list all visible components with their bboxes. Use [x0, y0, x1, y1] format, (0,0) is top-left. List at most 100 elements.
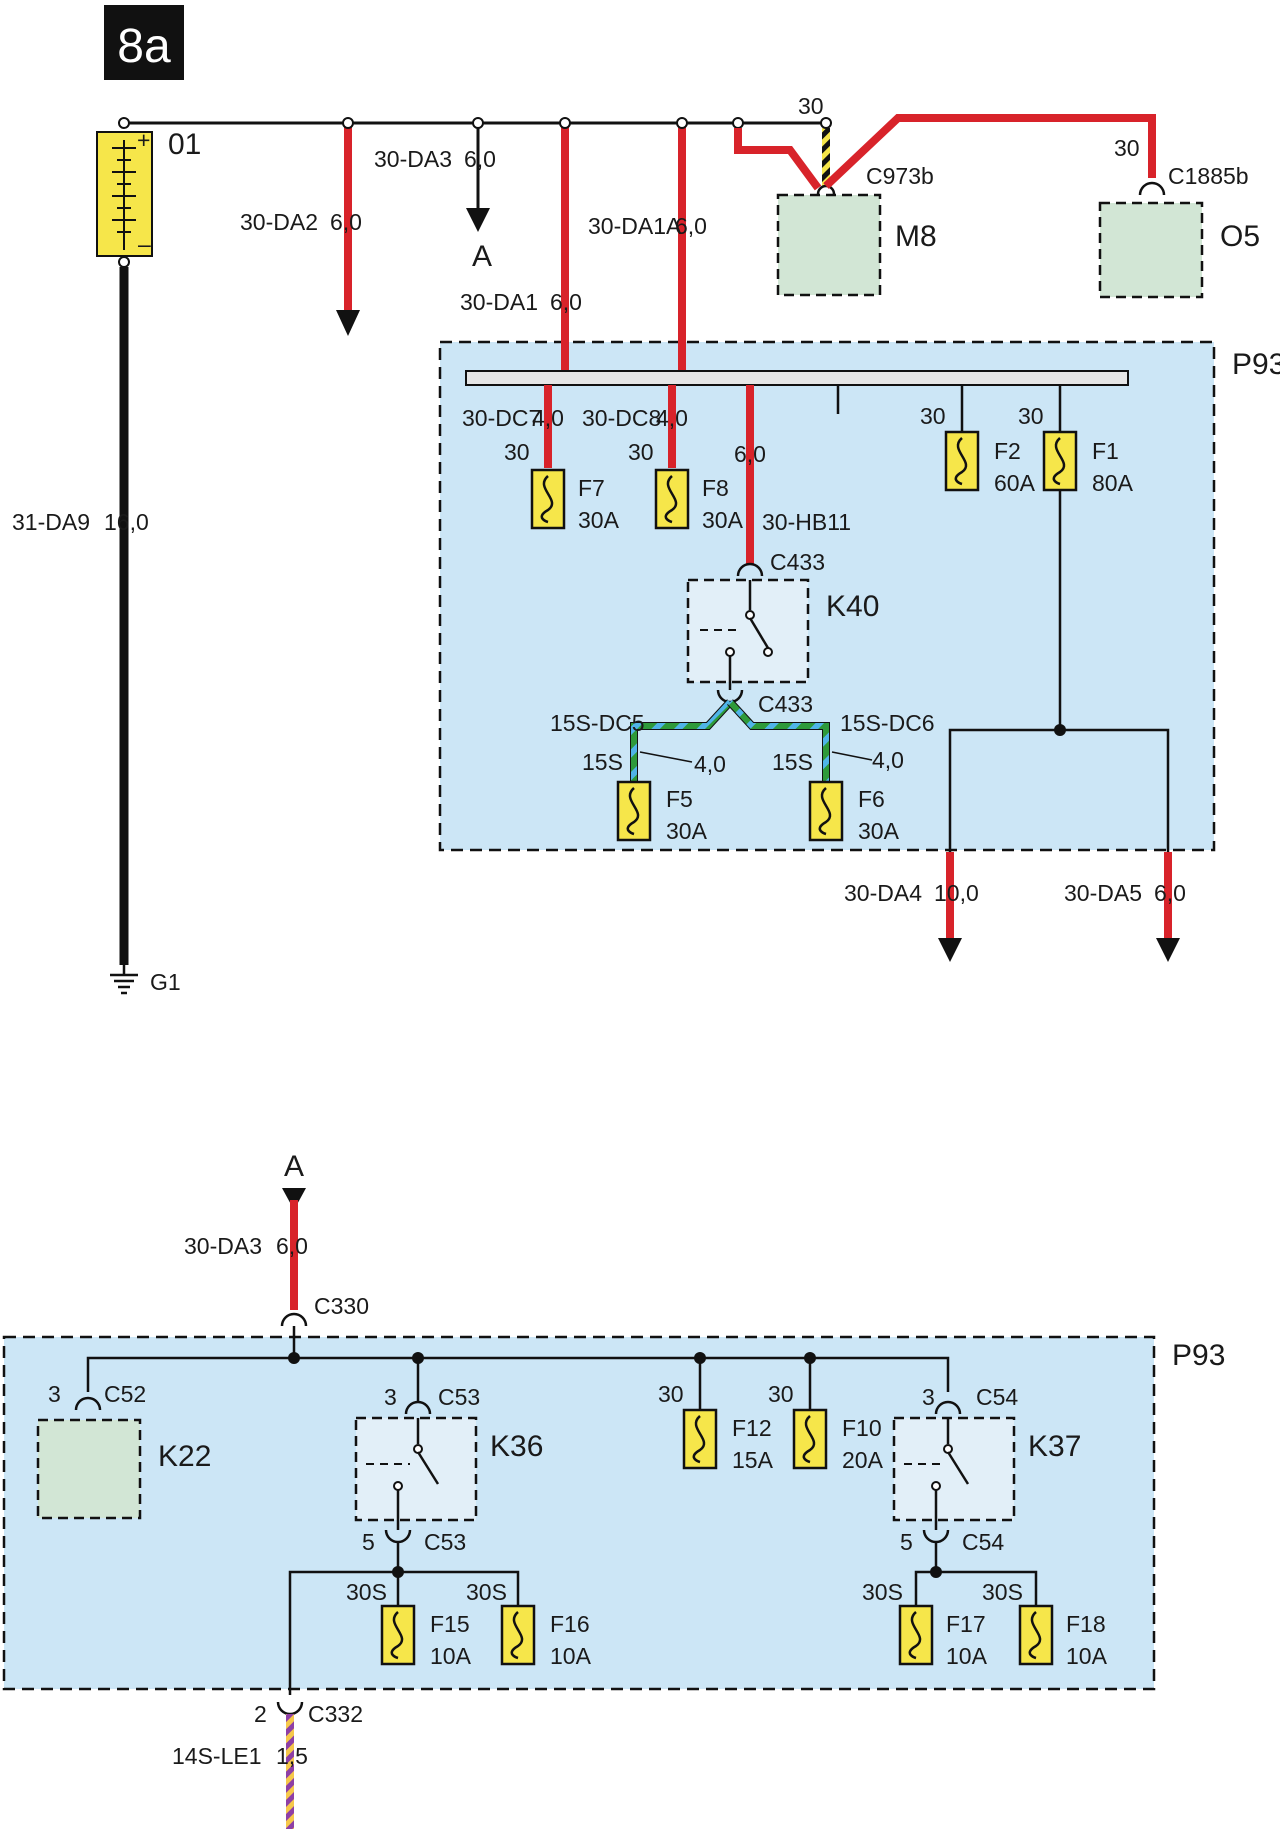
fuse-f18-rating: 10A [1066, 1643, 1108, 1669]
arrow-down-icon [1156, 938, 1180, 962]
fuse-f5-label: F5 [666, 786, 693, 812]
fuse-f1-rating: 80A [1092, 470, 1134, 496]
wire-31-da9-size: 16,0 [104, 509, 149, 535]
fuse-f7-rating: 30A [578, 507, 620, 533]
k22-label: K22 [158, 1440, 211, 1473]
wire-30-da3-lower-size: 6,0 [276, 1233, 308, 1259]
c330-connector-icon [280, 1312, 308, 1327]
k22-connector-icon [74, 1396, 102, 1411]
arrow-down-icon [938, 938, 962, 962]
arrow-down-icon [466, 208, 490, 232]
o5-connector: C1885b [1168, 163, 1249, 189]
k37-conn-bottom: C54 [962, 1529, 1004, 1555]
k40-conn-top: C433 [770, 549, 825, 575]
f12-pin: 30 [658, 1381, 684, 1407]
fuse-f15-label: F15 [430, 1611, 470, 1637]
wire-30-dc7-label: 30-DC7 [462, 405, 541, 431]
f6-pin: 15S [772, 749, 813, 775]
wire-m8-red [734, 128, 822, 191]
page-badge [104, 5, 184, 80]
wire-14s-le1-label: 14S-LE1 [172, 1743, 262, 1769]
wire-15s-dc6-size: 4,0 [872, 747, 904, 773]
fuse-f2-label: F2 [994, 438, 1021, 464]
wire-30-da1-size: 6,0 [550, 289, 582, 315]
fuse-f8 [654, 468, 690, 530]
k36-pin-bottom: 5 [362, 1529, 375, 1555]
k22-connector: C52 [104, 1381, 146, 1407]
ref-a-lower: A [284, 1150, 304, 1183]
c330-label: C330 [314, 1293, 369, 1319]
fuse-f6-label: F6 [858, 786, 885, 812]
fuse-f16-label: F16 [550, 1611, 590, 1637]
f15-pin: 30S [346, 1579, 387, 1605]
c332-label: C332 [308, 1701, 363, 1727]
wire-30-da5-label: 30-DA5 [1064, 880, 1142, 906]
k40-label: K40 [826, 590, 879, 623]
wire-30-da3-label: 30-DA3 [374, 146, 452, 172]
wire-o5 [823, 114, 1156, 189]
fuse-f17-rating: 10A [946, 1643, 988, 1669]
ground-label: G1 [150, 969, 181, 995]
fuse-f6 [808, 780, 844, 842]
o5-module [1098, 201, 1204, 299]
k36-relay [354, 1416, 478, 1522]
fuse-f7 [530, 468, 566, 530]
f16-pin: 30S [466, 1579, 507, 1605]
wire-30-da3-size: 6,0 [464, 146, 496, 172]
wire-30-da1-label: 30-DA1 [460, 289, 538, 315]
fuse-f16 [500, 1604, 536, 1666]
fuse-f2 [944, 430, 980, 492]
ground-icon [110, 965, 138, 995]
wire-30-da1a-label: 30-DA1A [588, 213, 682, 239]
fuse-f15-rating: 10A [430, 1643, 472, 1669]
wire-30-da2-label: 30-DA2 [240, 209, 318, 235]
k37-conn-top: C54 [976, 1384, 1018, 1410]
o5-pin: 30 [1114, 135, 1140, 161]
k36-conn-bottom: C53 [424, 1529, 466, 1555]
k36-label: K36 [490, 1430, 543, 1463]
m8-connector: C973b [866, 163, 934, 189]
svg-text:+: + [137, 127, 150, 153]
c332-pin: 2 [254, 1701, 267, 1727]
o5-connector-icon [1138, 181, 1166, 196]
f1-pin: 30 [1018, 403, 1044, 429]
fuse-f1 [1042, 430, 1078, 492]
fuse-f2-rating: 60A [994, 470, 1036, 496]
m8-module [776, 193, 882, 297]
page-label: 8a [117, 20, 171, 73]
fuse-f8-rating: 30A [702, 507, 744, 533]
fuse-f18 [1018, 1604, 1054, 1666]
k36-conn-top: C53 [438, 1384, 480, 1410]
fuse-f18-label: F18 [1066, 1611, 1106, 1637]
k37-label: K37 [1028, 1430, 1081, 1463]
k36-pin-top: 3 [384, 1384, 397, 1410]
wire-15s-dc6-label: 15S-DC6 [840, 710, 935, 736]
fuse-f10-rating: 20A [842, 1447, 884, 1473]
wire-15s-dc5 [631, 699, 733, 782]
wire-15s-dc6 [727, 699, 829, 782]
k40-connector-top-icon [736, 562, 764, 577]
o5-label: O5 [1220, 220, 1260, 253]
fuse-f10 [792, 1408, 828, 1470]
k22-module [36, 1418, 142, 1520]
m8-pin: 30 [798, 93, 824, 119]
wire-30-hb11-label: 30-HB11 [762, 509, 851, 535]
wire-30-dc7-size: 4,0 [532, 405, 564, 431]
c332-connector-icon [276, 1701, 304, 1716]
wire-30-hb11-size: 6,0 [734, 441, 766, 467]
wire-30-da2-size: 6,0 [330, 209, 362, 235]
wire-30-da4-label: 30-DA4 [844, 880, 922, 906]
wire-15s-dc5-size: 4,0 [694, 751, 726, 777]
f17-pin: 30S [862, 1579, 903, 1605]
wire-30-dc8-size: 4,0 [656, 405, 688, 431]
m8-label: M8 [895, 220, 937, 253]
fuse-f1-label: F1 [1092, 438, 1119, 464]
fuse-f5-rating: 30A [666, 818, 708, 844]
wire-15s-dc5-label: 15S-DC5 [550, 710, 645, 736]
wire-30-da4-size: 10,0 [934, 880, 979, 906]
k37-pin-bottom: 5 [900, 1529, 913, 1555]
lower-bus-wire [86, 1356, 950, 1392]
fuse-f12-rating: 15A [732, 1447, 774, 1473]
battery-label: 01 [168, 128, 201, 161]
